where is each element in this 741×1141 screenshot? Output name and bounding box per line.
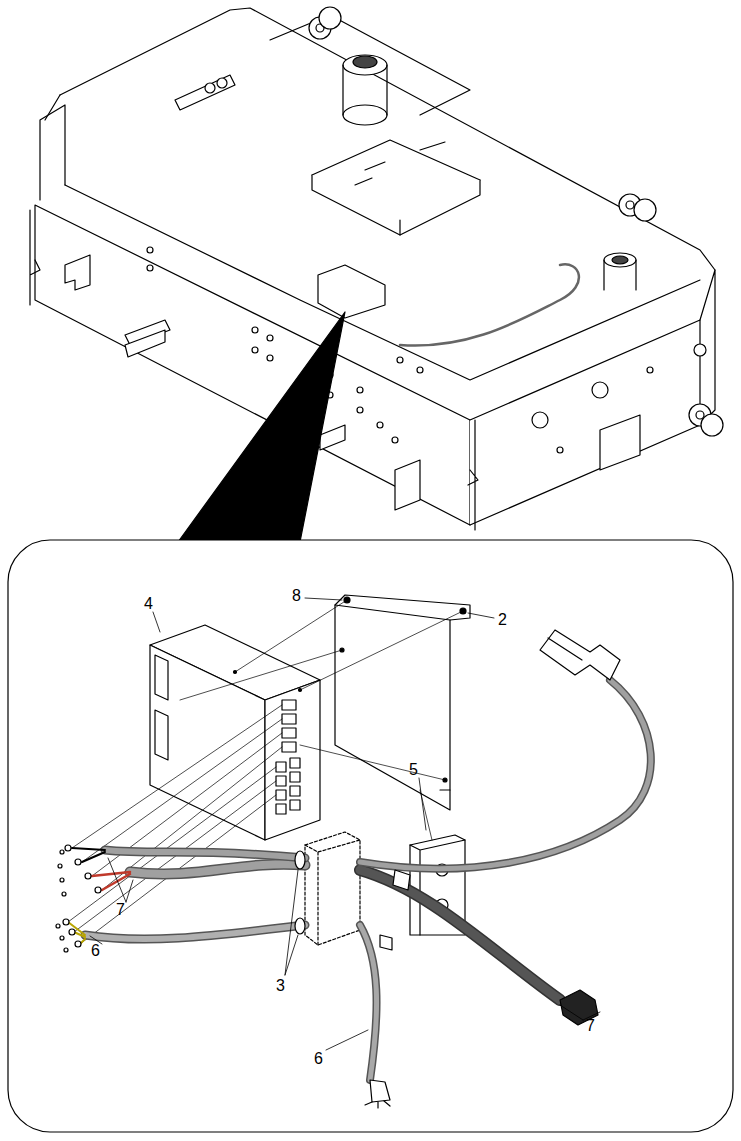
callout-number: 7 — [586, 1018, 595, 1034]
zoom-wedge — [178, 312, 345, 542]
callout-number: 2 — [498, 612, 507, 628]
chassis — [30, 7, 723, 530]
callout-number: 6 — [91, 943, 100, 959]
callout-number: 6 — [314, 1051, 323, 1067]
callout-number: 4 — [144, 596, 153, 612]
callout-number: 5 — [409, 762, 418, 778]
callout-number: 3 — [276, 978, 285, 994]
callout-number: 8 — [292, 588, 301, 604]
callout-number: 7 — [116, 902, 125, 918]
leader-lines — [90, 598, 600, 1050]
detail-parts — [56, 595, 651, 1108]
detail-panel — [8, 540, 733, 1132]
